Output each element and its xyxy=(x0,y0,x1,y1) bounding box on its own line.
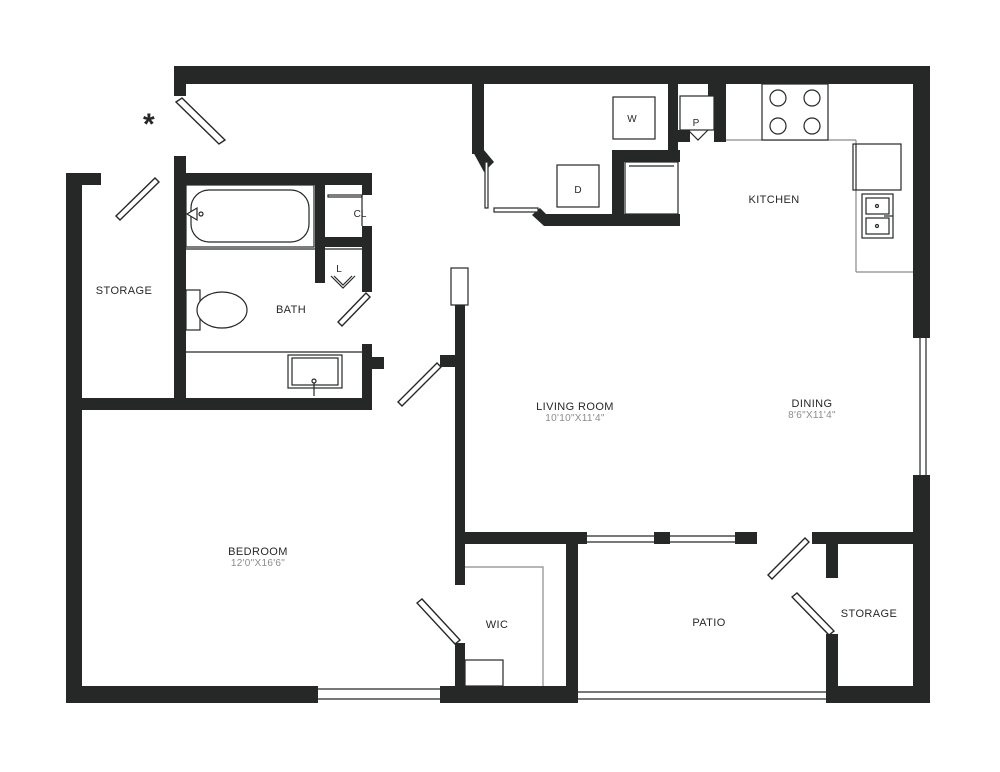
linen-label: L xyxy=(336,264,342,275)
room-labels: * KITCHEN LIVING ROOM 10'10"X11'4" DININ… xyxy=(96,108,897,631)
closet-label: CL xyxy=(354,209,367,220)
dryer-label: D xyxy=(574,185,581,196)
dining-label: DINING xyxy=(792,398,833,410)
storage-left-label: STORAGE xyxy=(96,285,152,297)
pantry-label: P xyxy=(693,118,700,129)
dining-dims: 8'6"X11'4" xyxy=(788,410,836,421)
kitchen-label: KITCHEN xyxy=(748,194,799,206)
living-room-dims: 10'10"X11'4" xyxy=(545,413,605,424)
living-room-label: LIVING ROOM xyxy=(536,401,614,413)
bedroom-label: BEDROOM xyxy=(228,546,288,558)
washer-label: W xyxy=(627,114,637,125)
windows xyxy=(318,267,927,700)
exterior-walls xyxy=(66,66,930,703)
fixtures xyxy=(185,83,913,687)
interior-walls xyxy=(66,84,930,703)
entry-marker: * xyxy=(143,108,155,141)
wic-label: WIC xyxy=(486,619,509,631)
doors xyxy=(115,97,836,645)
patio-label: PATIO xyxy=(692,617,725,629)
bedroom-dims: 12'0"X16'6" xyxy=(231,558,285,569)
bath-label: BATH xyxy=(276,304,306,316)
storage-right-label: STORAGE xyxy=(841,608,897,620)
